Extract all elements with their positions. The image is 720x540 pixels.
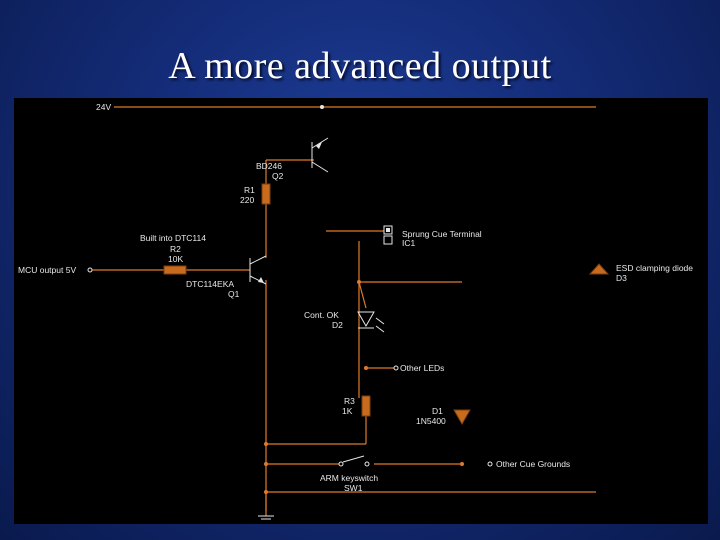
r2-note-label: Built into DTC114 [140,233,206,243]
cue-grounds-label: Other Cue Grounds [496,459,570,469]
r3-value-label: 1K [342,406,353,416]
q2-ref-label: Q2 [272,171,284,181]
d1-ref-label: D1 [432,406,443,416]
led-d2-symbol [357,311,385,333]
terminal-ic1-symbol [383,225,393,245]
terminal-ref-label: IC1 [402,238,416,248]
resistor-r3 [361,395,371,417]
keyswitch-sw1-symbol [338,455,370,467]
junction-dot [320,105,324,109]
d1-part-label: 1N5400 [416,416,446,426]
r2-ref-label: R2 [170,244,181,254]
led-ref-label: D2 [332,320,343,330]
junction-dot [264,442,268,446]
esd-diode-d3-symbol [588,263,610,275]
transistor-q2-symbol [311,137,329,173]
other-leds-label: Other LEDs [400,363,444,373]
led-name-label: Cont. OK [304,310,339,320]
r3-ref-label: R3 [344,396,355,406]
resistor-r2 [163,265,187,275]
circuit-wires [92,106,596,511]
resistor-r1 [261,183,271,205]
circuit-schematic: BD246 Q2 R1 220 MCU output 5V Built into… [14,98,708,524]
other-leds-terminal [393,365,399,371]
esd-ref-label: D3 [616,273,627,283]
junction-dots [264,105,464,494]
ground-symbol [258,492,274,520]
r1-value-label: 220 [240,195,254,205]
r2-value-label: 10K [168,254,183,264]
switch-name-label: ARM keyswitch [320,473,378,483]
led-wire [358,281,367,309]
switch-ref-label: SW1 [344,483,363,493]
r1-ref-label: R1 [244,185,255,195]
q1-ref-label: Q1 [228,289,240,299]
input-terminal [87,267,93,273]
slide-title: A more advanced output [168,45,552,87]
junction-dot [357,280,361,284]
transistor-q1-symbol [249,255,267,285]
junction-dot [460,462,464,466]
q1-part-label: DTC114EKA [186,279,234,289]
junction-dot [264,462,268,466]
supply-label: 24V [96,102,111,112]
terminal-name-label: Sprung Cue Terminal [402,229,482,239]
input-label: MCU output 5V [18,265,76,275]
diode-d1-symbol [453,409,471,426]
q2-part-label: BD246 [256,161,282,171]
cue-grounds-terminal [487,461,493,467]
junction-dot [364,366,368,370]
esd-name-label: ESD clamping diode [616,263,693,273]
